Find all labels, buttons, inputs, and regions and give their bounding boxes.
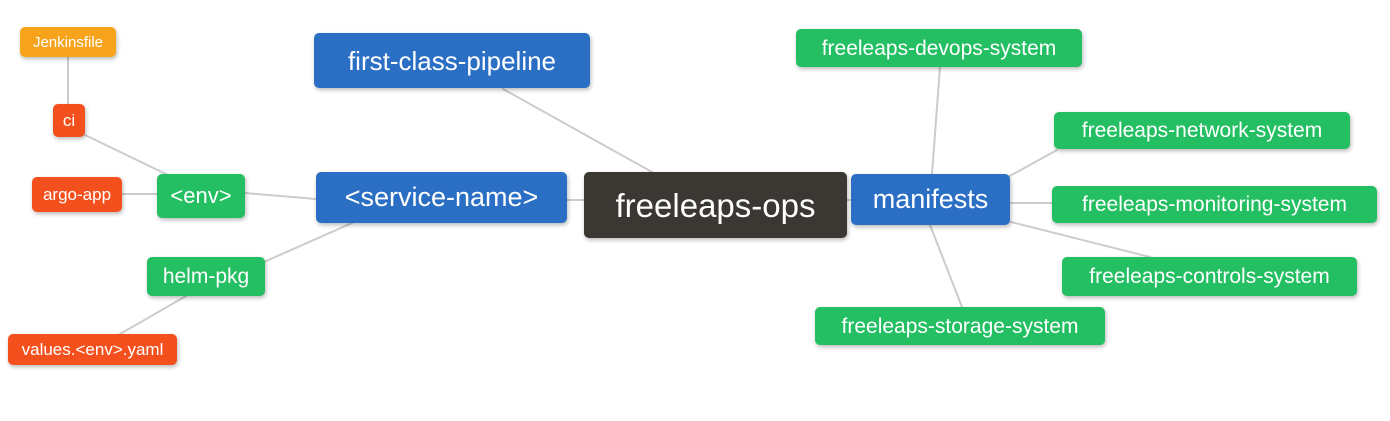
node-freeleaps-controls-system[interactable]: freeleaps-controls-system bbox=[1062, 257, 1357, 296]
node-env[interactable]: <env> bbox=[157, 174, 245, 218]
edge-env-service-name bbox=[244, 192, 317, 200]
node-service-name[interactable]: <service-name> bbox=[316, 172, 567, 223]
node-freeleaps-devops-system[interactable]: freeleaps-devops-system bbox=[796, 29, 1082, 67]
node-freeleaps-monitoring-system[interactable]: freeleaps-monitoring-system bbox=[1052, 186, 1377, 223]
edge-values-helm-pkg bbox=[119, 295, 187, 335]
node-freeleaps-storage-system[interactable]: freeleaps-storage-system bbox=[815, 307, 1105, 345]
node-values-env-yaml[interactable]: values.<env>.yaml bbox=[8, 334, 177, 365]
edge-manifests-controls bbox=[1010, 221, 1151, 258]
node-freeleaps-network-system[interactable]: freeleaps-network-system bbox=[1054, 112, 1350, 149]
node-helm-pkg[interactable]: helm-pkg bbox=[147, 257, 265, 296]
node-first-class-pipeline[interactable]: first-class-pipeline bbox=[314, 33, 590, 88]
node-argo-app[interactable]: argo-app bbox=[32, 177, 122, 212]
node-jenkinsfile[interactable]: Jenkinsfile bbox=[20, 27, 116, 57]
node-ci[interactable]: ci bbox=[53, 104, 85, 137]
node-freeleaps-ops[interactable]: freeleaps-ops bbox=[584, 172, 847, 238]
edge-manifests-devops bbox=[931, 66, 941, 175]
edge-ci-env bbox=[84, 134, 171, 177]
node-manifests[interactable]: manifests bbox=[851, 174, 1010, 225]
edge-pipeline-freeleaps-ops bbox=[502, 88, 653, 173]
edge-helm-pkg-service-name bbox=[263, 222, 353, 263]
edge-manifests-network bbox=[1007, 149, 1058, 178]
edge-manifests-storage bbox=[929, 224, 963, 308]
